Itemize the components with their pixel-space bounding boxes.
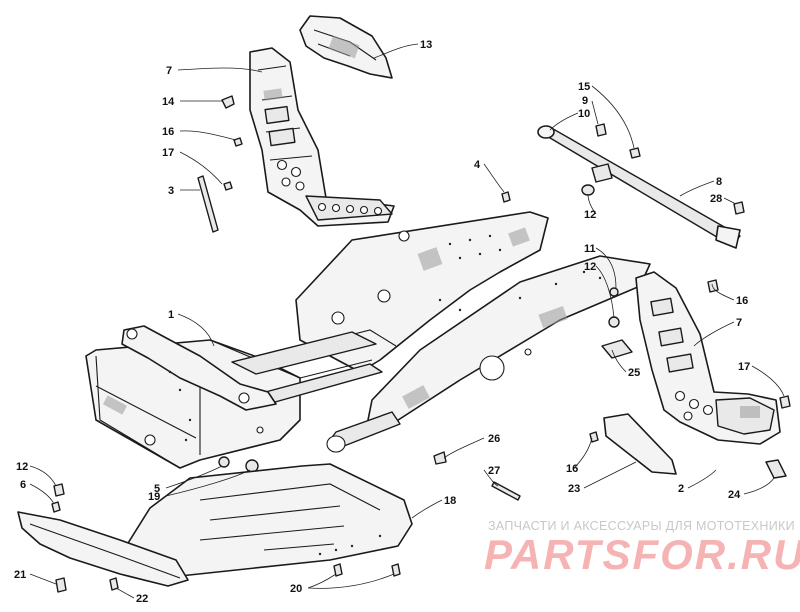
- callout-labels: 13 7 14 16 17 3 4 15 9 10 8 28 12 11 12 …: [14, 39, 750, 605]
- callout-19: 19: [148, 491, 160, 503]
- callout-7: 7: [166, 65, 172, 77]
- callout-25: 25: [628, 367, 640, 379]
- callout-6: 6: [20, 479, 26, 491]
- callout-14: 14: [162, 96, 175, 108]
- callout-23: 23: [568, 483, 580, 495]
- hardware: [51, 95, 791, 593]
- callout-9: 9: [582, 95, 588, 107]
- callout-11: 11: [584, 243, 596, 255]
- steering-shaft: [537, 125, 741, 249]
- callout-4: 4: [474, 159, 481, 171]
- callout-21: 21: [14, 569, 26, 581]
- callout-3: 3: [168, 185, 174, 197]
- callout-16: 16: [566, 463, 578, 475]
- callout-24: 24: [728, 489, 741, 501]
- callout-1: 1: [168, 309, 174, 321]
- callout-7: 7: [736, 317, 742, 329]
- callout-12: 12: [584, 261, 596, 273]
- callout-17: 17: [162, 147, 174, 159]
- front-skid-plate: [17, 511, 189, 587]
- callout-28: 28: [710, 193, 722, 205]
- callout-16: 16: [736, 295, 748, 307]
- callout-20: 20: [290, 583, 302, 595]
- callout-15: 15: [578, 81, 590, 93]
- callout-18: 18: [444, 495, 456, 507]
- rivets: [168, 234, 602, 442]
- top-cover: [299, 15, 393, 79]
- main-chassis-frame: [85, 211, 651, 469]
- callout-27: 27: [488, 465, 500, 477]
- callout-22: 22: [136, 593, 148, 605]
- callout-10: 10: [578, 108, 590, 120]
- bolt-3: [197, 175, 219, 233]
- callout-2: 2: [678, 483, 684, 495]
- callout-12: 12: [584, 209, 596, 221]
- small-parts: [218, 287, 787, 501]
- left-footrest-panel: [249, 47, 395, 227]
- callout-16: 16: [162, 126, 174, 138]
- leader-lines: [29, 43, 785, 599]
- callout-5: 5: [154, 483, 160, 495]
- watermark-tagline: ЗАПЧАСТИ И АКСЕССУАРЫ ДЛЯ МОТОТЕХНИКИ: [488, 519, 795, 533]
- callout-8: 8: [716, 176, 722, 188]
- watermark-logo: PARTSFOR.RU: [484, 531, 800, 578]
- callout-12: 12: [16, 461, 28, 473]
- callout-13: 13: [420, 39, 432, 51]
- right-footrest-panel: [635, 271, 781, 445]
- callout-26: 26: [488, 433, 500, 445]
- callout-17: 17: [738, 361, 750, 373]
